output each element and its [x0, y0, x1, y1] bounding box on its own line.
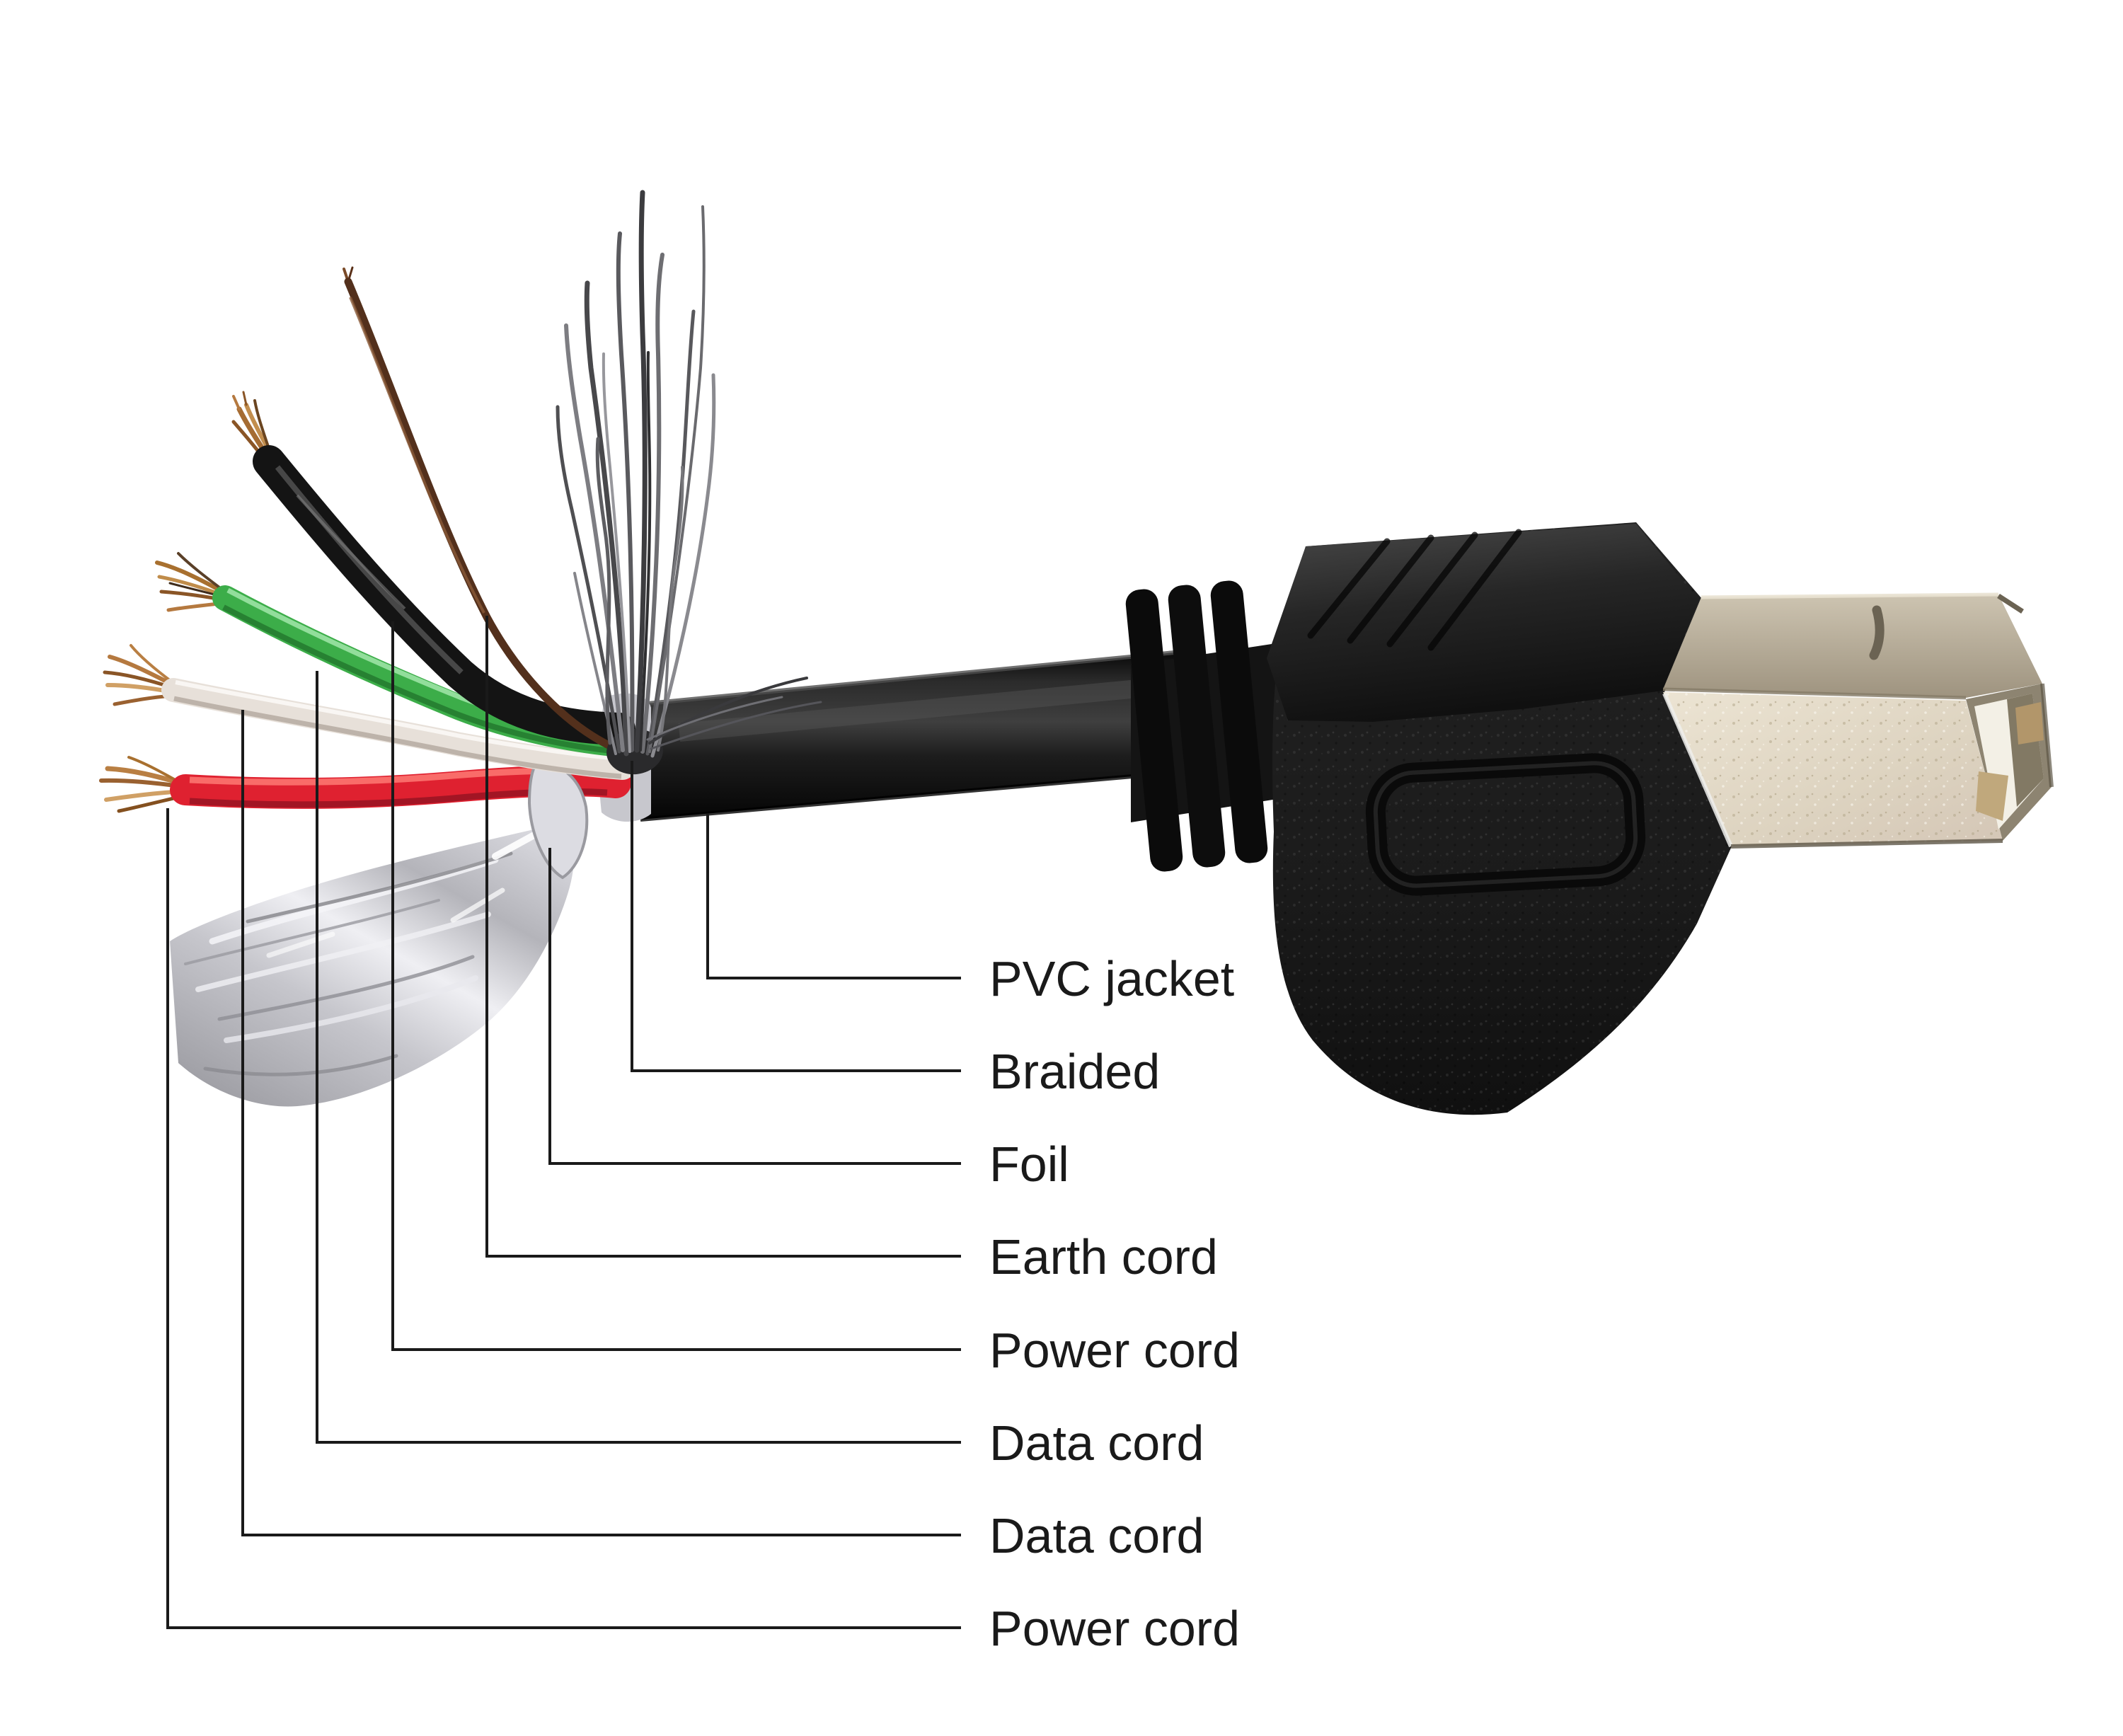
foil-fold — [527, 759, 589, 880]
leader-foil — [548, 848, 961, 1165]
metal-shell — [1662, 592, 2054, 849]
strain-relief — [1125, 580, 1295, 872]
label-data-cord-1: Data cord — [989, 1415, 1204, 1471]
shell-inner-tongue — [1976, 771, 2008, 821]
labels: PVC jacket Braided Foil Earth cord Power… — [989, 951, 1240, 1656]
earth-wire — [343, 266, 627, 756]
leader-data-cord-2 — [241, 710, 961, 1536]
body-groove-lines — [1307, 529, 1522, 651]
white-wire — [103, 644, 635, 780]
pvc-jacket — [635, 649, 1190, 822]
foil-crinkles — [184, 829, 543, 1076]
braided-shield — [556, 190, 822, 775]
leader-earth-cord — [485, 616, 961, 1258]
connector-body — [1267, 522, 1732, 1115]
leader-power-cord-2 — [166, 808, 961, 1629]
black-wire — [231, 391, 635, 745]
label-pvc-jacket: PVC jacket — [989, 951, 1234, 1006]
leader-lines — [166, 616, 961, 1629]
usb-connector — [635, 522, 2054, 1115]
white-wire-insulation — [161, 678, 635, 780]
leader-braided — [631, 761, 961, 1072]
label-data-cord-2: Data cord — [989, 1508, 1204, 1563]
leader-pvc-jacket — [706, 814, 961, 979]
shell-top-face — [1663, 594, 2042, 698]
leader-power-cord-1 — [391, 621, 961, 1351]
label-braided: Braided — [989, 1044, 1160, 1099]
label-foil: Foil — [989, 1137, 1069, 1192]
shell-slash-mark — [1869, 605, 1885, 660]
label-power-cord-1: Power cord — [989, 1323, 1240, 1378]
label-earth-cord: Earth cord — [989, 1229, 1218, 1284]
label-power-cord-2: Power cord — [989, 1601, 1240, 1656]
shell-contact-tab — [2015, 702, 2044, 745]
connector-body-top-face — [1267, 524, 1698, 722]
leader-data-cord-1 — [316, 671, 961, 1444]
